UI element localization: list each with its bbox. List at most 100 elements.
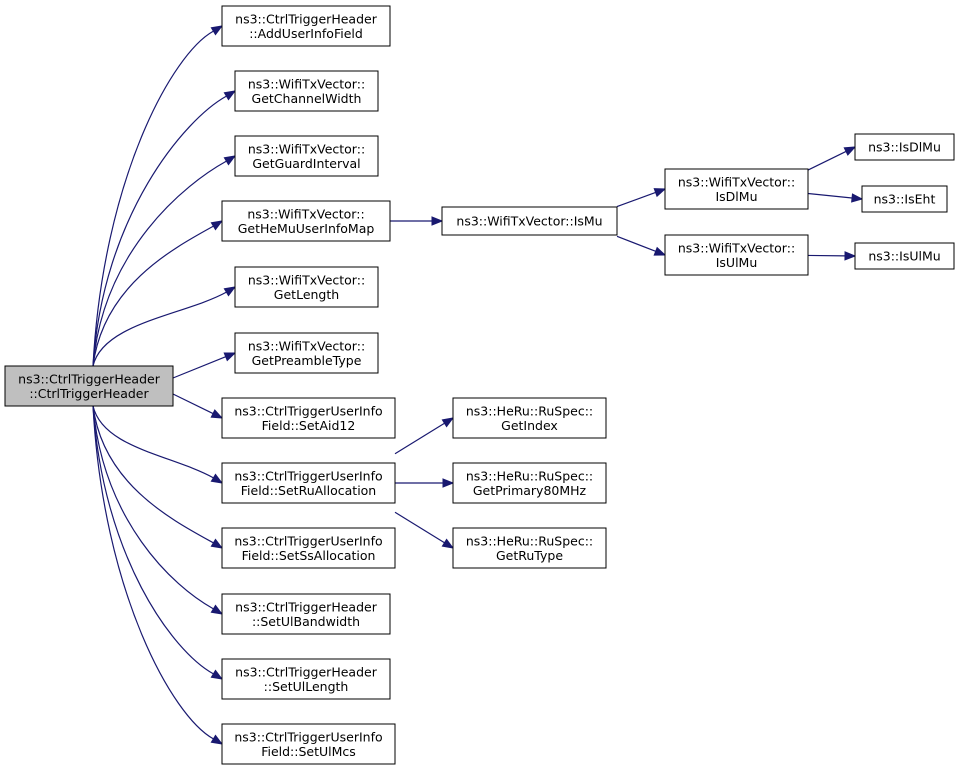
edge-n4-to-ismu (390, 216, 444, 226)
node-label: ns3::WifiTxVector:: (248, 338, 365, 353)
edge-line (394, 422, 445, 455)
node-label: GetGuardInterval (252, 156, 360, 171)
edge-root-to-n6 (172, 352, 237, 379)
edge-line (172, 356, 226, 379)
arrowhead-icon (210, 669, 224, 680)
graph-node-n8[interactable]: ns3::CtrlTriggerUserInfoField::SetRuAllo… (221, 462, 396, 504)
node-label: ns3::CtrlTriggerHeader (235, 11, 378, 26)
graph-node-isulmu[interactable]: ns3::IsUlMu (854, 242, 955, 270)
node-label: Field::SetUlMcs (261, 744, 356, 759)
arrowhead-icon (851, 193, 864, 203)
edge-line (92, 30, 214, 367)
graph-node-getindex[interactable]: ns3::HeRu::RuSpec::GetIndex (452, 397, 607, 439)
node-label: Field::SetAid12 (262, 418, 356, 433)
node-label: ns3::CtrlTriggerUserInfo (234, 468, 382, 483)
node-label: ns3::IsEht (874, 192, 936, 207)
node-label: ns3::CtrlTriggerHeader (235, 664, 378, 679)
edge-line (92, 405, 214, 675)
graph-node-iseht[interactable]: ns3::IsEht (861, 185, 948, 213)
graph-node-n4[interactable]: ns3::WifiTxVector::GetHeMuUserInfoMap (221, 200, 391, 242)
graph-node-n2[interactable]: ns3::WifiTxVector::GetChannelWidth (234, 70, 379, 112)
graph-node-n5[interactable]: ns3::WifiTxVector::GetLength (234, 266, 379, 308)
edge-root-to-n5 (92, 286, 237, 367)
node-box (452, 397, 607, 439)
node-label: ns3::WifiTxVector:: (248, 76, 365, 91)
node-label: GetPrimary80MHz (473, 483, 587, 498)
node-box (854, 242, 955, 270)
node-box (221, 200, 391, 242)
edge-ismu-to-isulmu_v (616, 235, 667, 256)
node-box (221, 723, 396, 765)
edge-root-to-n9 (92, 405, 224, 549)
graph-node-isulmu_v[interactable]: ns3::WifiTxVector::IsUlMu (664, 234, 809, 276)
arrowhead-icon (653, 246, 667, 256)
node-label: ns3::WifiTxVector:: (678, 240, 795, 255)
node-box (234, 70, 379, 112)
graph-node-n11[interactable]: ns3::CtrlTriggerHeader::SetUlLength (221, 658, 391, 700)
graph-node-n1[interactable]: ns3::CtrlTriggerHeader::AddUserInfoField (221, 5, 391, 47)
node-box (234, 332, 379, 374)
node-label: ns3::IsUlMu (868, 249, 940, 264)
node-box (452, 527, 607, 569)
arrowhead-icon (653, 188, 667, 198)
edge-root-to-n10 (92, 405, 224, 615)
node-label: ns3::CtrlTriggerUserInfo (234, 533, 382, 548)
graph-node-isdlmu[interactable]: ns3::IsDlMu (854, 133, 955, 161)
node-box (221, 527, 396, 569)
edge-line (394, 511, 445, 544)
arrowhead-icon (844, 251, 857, 261)
graph-node-ismu[interactable]: ns3::WifiTxVector::IsMu (441, 206, 618, 236)
edge-line (92, 405, 214, 740)
edge-n8-to-getindex (394, 417, 455, 455)
edge-root-to-n8 (92, 405, 224, 484)
graph-node-n3[interactable]: ns3::WifiTxVector::GetGuardInterval (234, 135, 379, 177)
graph-node-isdlmu_v[interactable]: ns3::WifiTxVector::IsDlMu (664, 168, 809, 210)
node-label: ns3::WifiTxVector:: (248, 141, 365, 156)
arrowhead-icon (210, 409, 224, 419)
arrowhead-icon (442, 478, 455, 488)
edge-line (616, 191, 656, 208)
arrowhead-icon (210, 734, 224, 745)
edge-line (92, 225, 214, 367)
node-box (861, 185, 948, 213)
edge-line (92, 405, 214, 479)
edge-line (92, 95, 227, 367)
edge-line (92, 405, 214, 544)
node-label: Field::SetSsAllocation (242, 548, 376, 563)
edge-root-to-n1 (92, 25, 224, 367)
node-label: ns3::WifiTxVector:: (247, 206, 364, 221)
node-box (664, 168, 809, 210)
node-label: ns3::WifiTxVector:: (248, 272, 365, 287)
node-label: GetIndex (501, 418, 558, 433)
node-label: GetHeMuUserInfoMap (238, 221, 375, 236)
node-label: Field::SetRuAllocation (241, 483, 376, 498)
node-label: ::AddUserInfoField (249, 26, 363, 41)
graph-node-getprimary[interactable]: ns3::HeRu::RuSpec::GetPrimary80MHz (452, 462, 607, 504)
node-box (452, 462, 607, 504)
graph-node-n9[interactable]: ns3::CtrlTriggerUserInfoField::SetSsAllo… (221, 527, 396, 569)
edge-root-to-n12 (92, 405, 224, 745)
arrowhead-icon (223, 352, 237, 362)
node-box (854, 133, 955, 161)
edge-n8-to-getprimary (395, 478, 455, 488)
arrowhead-icon (210, 220, 224, 231)
graph-node-getrutype[interactable]: ns3::HeRu::RuSpec::GetRuType (452, 527, 607, 569)
node-box (221, 462, 396, 504)
node-label: GetPreambleType (252, 353, 362, 368)
edge-line (92, 160, 227, 367)
edge-line (616, 235, 656, 252)
node-box (221, 658, 391, 700)
edge-n8-to-getrutype (394, 511, 455, 549)
node-label: ns3::HeRu::RuSpec:: (466, 468, 593, 483)
node-label: IsUlMu (716, 255, 758, 270)
graph-node-root[interactable]: ns3::CtrlTriggerHeader::CtrlTriggerHeade… (4, 365, 174, 407)
edge-line (807, 192, 853, 199)
arrowhead-icon (431, 216, 444, 226)
graph-node-n10[interactable]: ns3::CtrlTriggerHeader::SetUlBandwidth (221, 593, 391, 635)
arrowhead-icon (210, 538, 224, 549)
graph-node-n6[interactable]: ns3::WifiTxVector::GetPreambleType (234, 332, 379, 374)
arrowhead-icon (223, 155, 237, 166)
node-label: IsDlMu (715, 189, 757, 204)
